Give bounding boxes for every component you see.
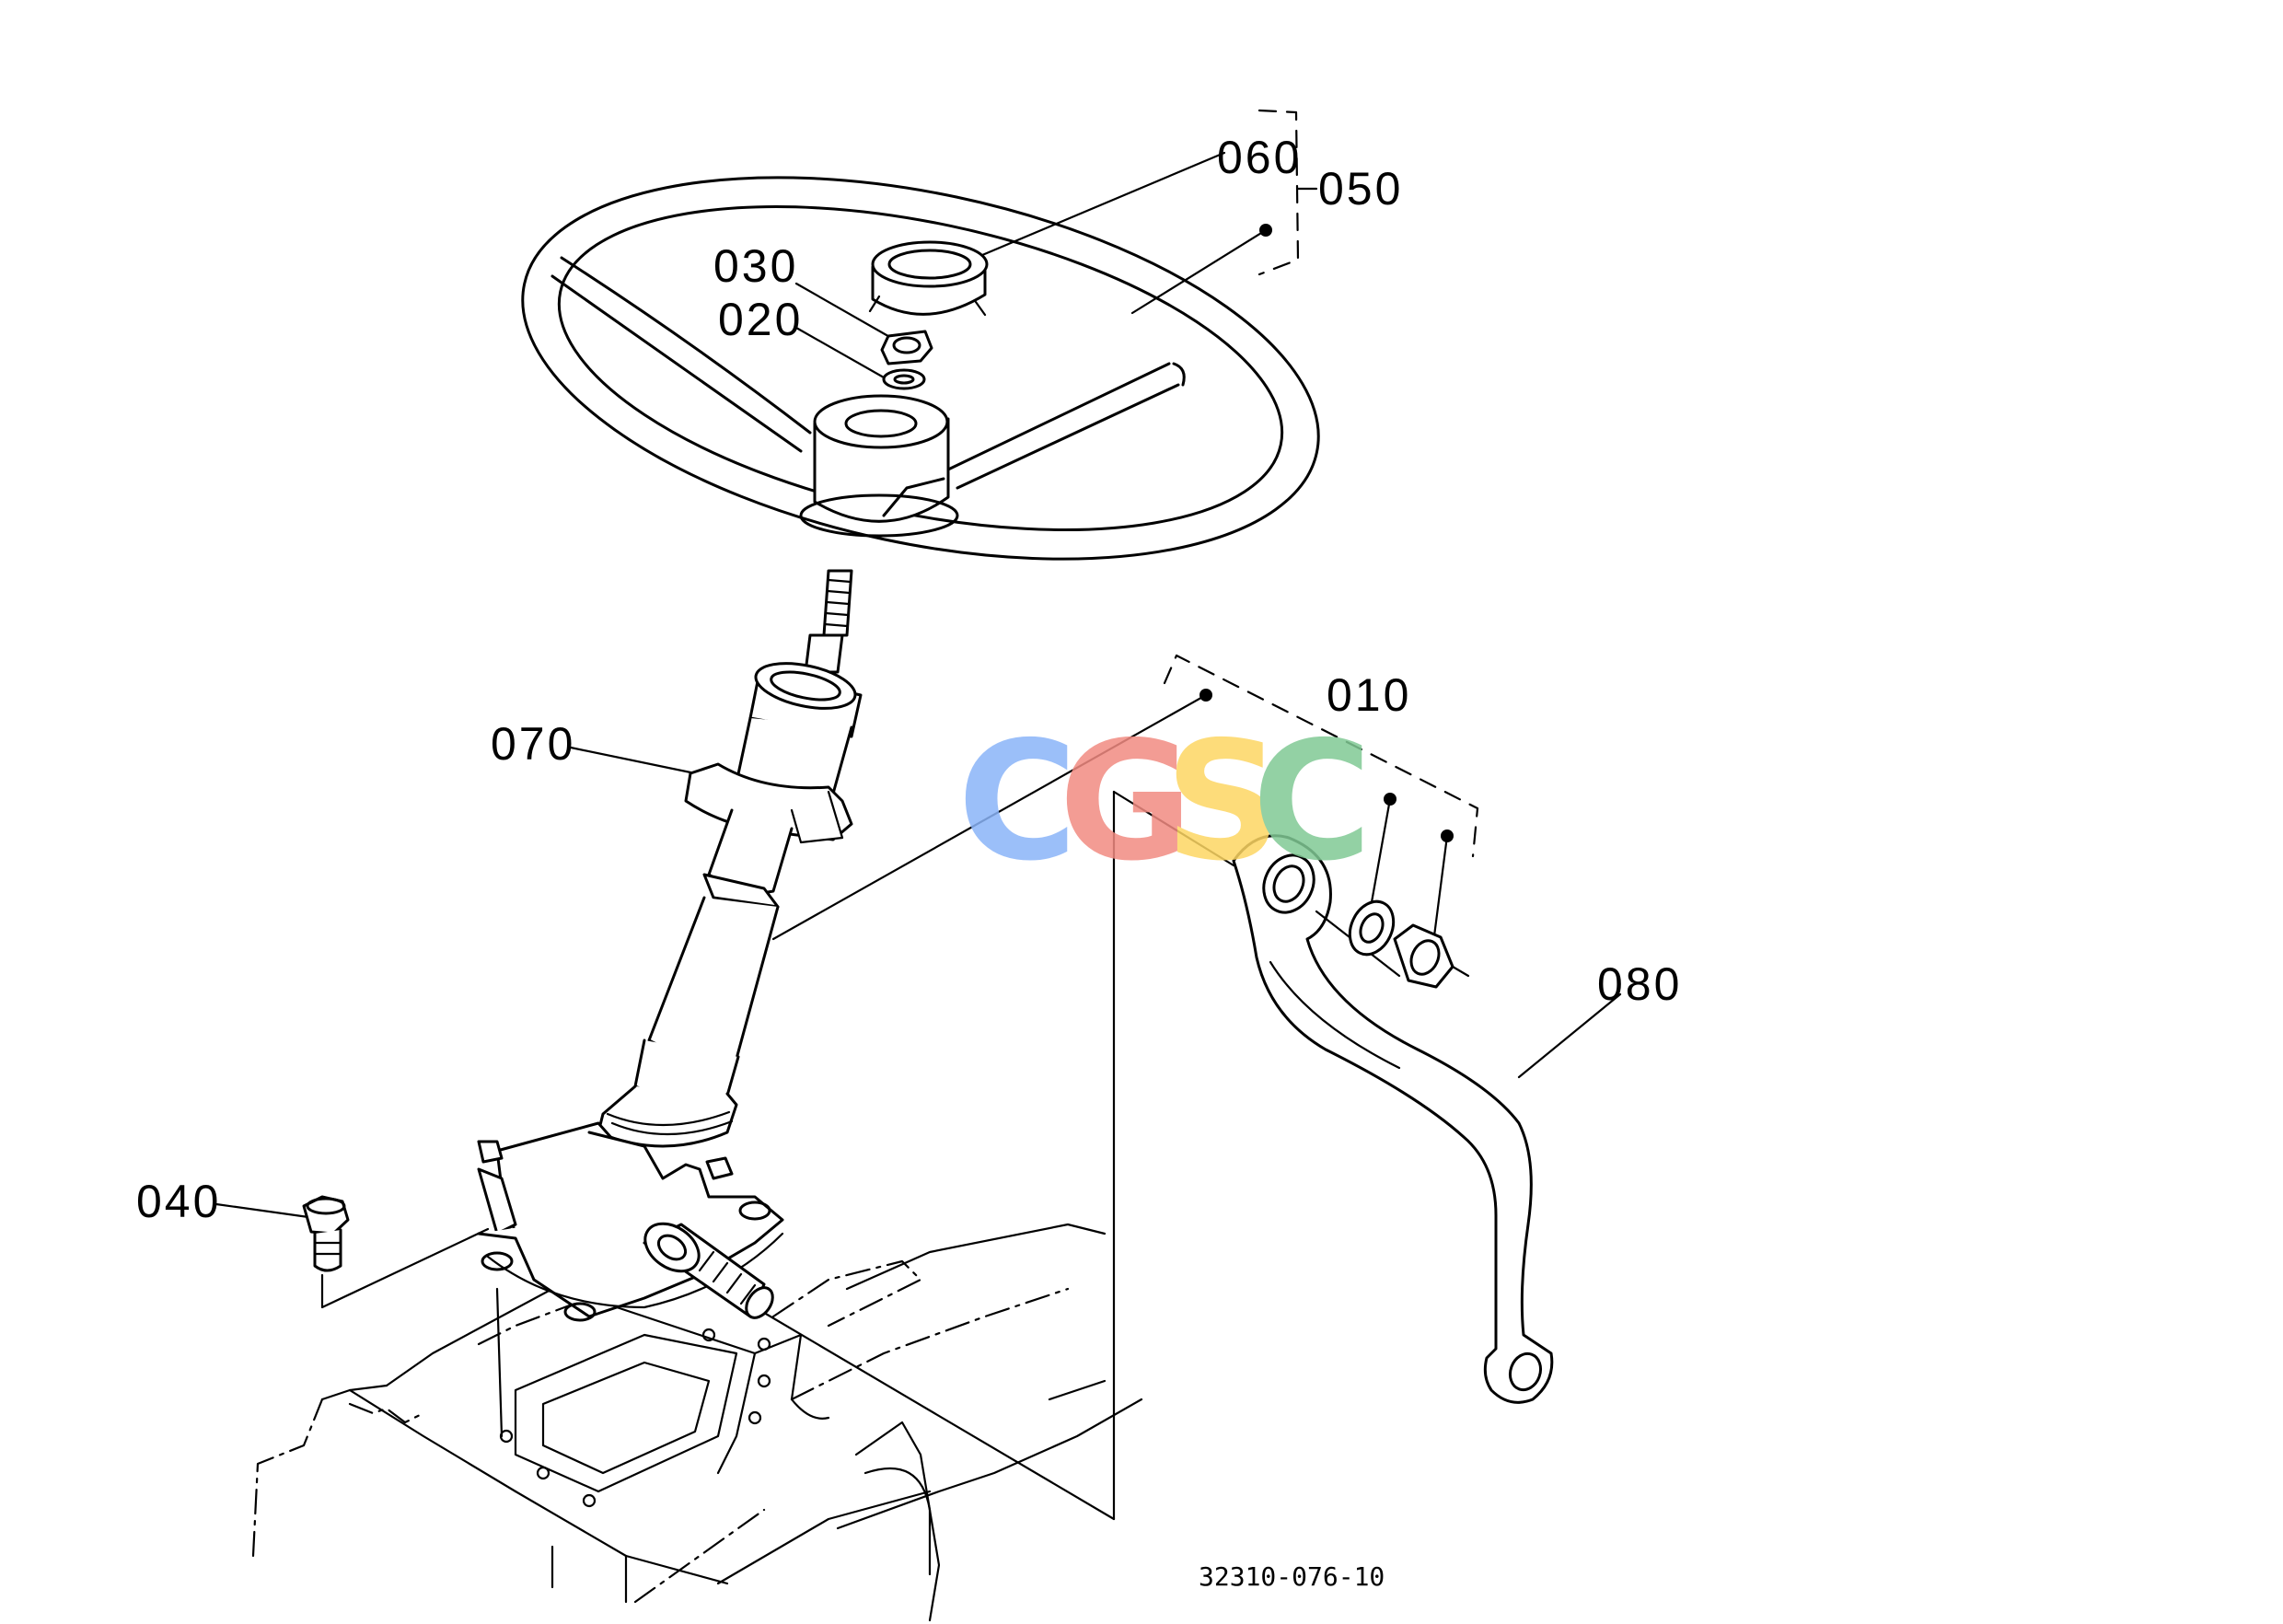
steering-wheel <box>521 176 1320 561</box>
arm-washer <box>1348 899 1396 957</box>
callout-080: 080 <box>1597 958 1682 1010</box>
watermark-letter-g: G <box>1059 706 1193 897</box>
wheel-nut-and-washer <box>880 330 933 390</box>
callout-010: 010 <box>1327 669 1411 721</box>
callout-070: 070 <box>491 718 575 770</box>
drawing-number: 32310-076-10 <box>1199 1561 1385 1592</box>
callout-030: 030 <box>713 240 798 292</box>
leader-lines <box>214 109 1622 1521</box>
watermark-letter-s: S <box>1165 706 1282 897</box>
callout-labels: 060 050 030 020 070 010 080 040 <box>136 132 1682 1227</box>
arm-nut <box>1393 923 1470 989</box>
callout-040: 040 <box>136 1176 221 1227</box>
watermark-letter-c1: C <box>957 706 1078 897</box>
steering-column <box>597 569 863 1148</box>
watermark-letter-c2: C <box>1252 706 1373 897</box>
cgsc-watermark: C G S C <box>957 706 1373 897</box>
horn-cap <box>868 240 989 317</box>
steering-gearbox <box>477 1121 784 1322</box>
callout-060: 060 <box>1217 132 1302 183</box>
tractor-frame <box>251 1223 1143 1622</box>
callout-020: 020 <box>718 294 803 345</box>
gearbox-bolt <box>302 1195 350 1272</box>
callout-050: 050 <box>1318 163 1403 215</box>
pitman-arm <box>1232 834 1554 1404</box>
